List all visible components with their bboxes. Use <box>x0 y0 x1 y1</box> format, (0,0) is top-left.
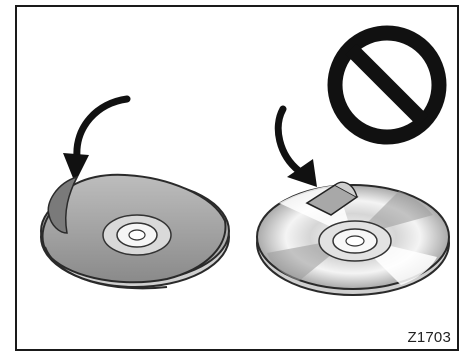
figure-id-label: Z1703 <box>407 329 451 346</box>
figure-artwork <box>17 7 457 349</box>
curved-arrow-icon <box>278 109 317 187</box>
figure-frame: Z1703 <box>15 5 459 351</box>
compact-disc-icon <box>257 182 449 295</box>
compact-disc-icon <box>41 175 229 289</box>
curved-arrow-icon <box>63 99 127 183</box>
prohibition-icon <box>335 33 439 137</box>
